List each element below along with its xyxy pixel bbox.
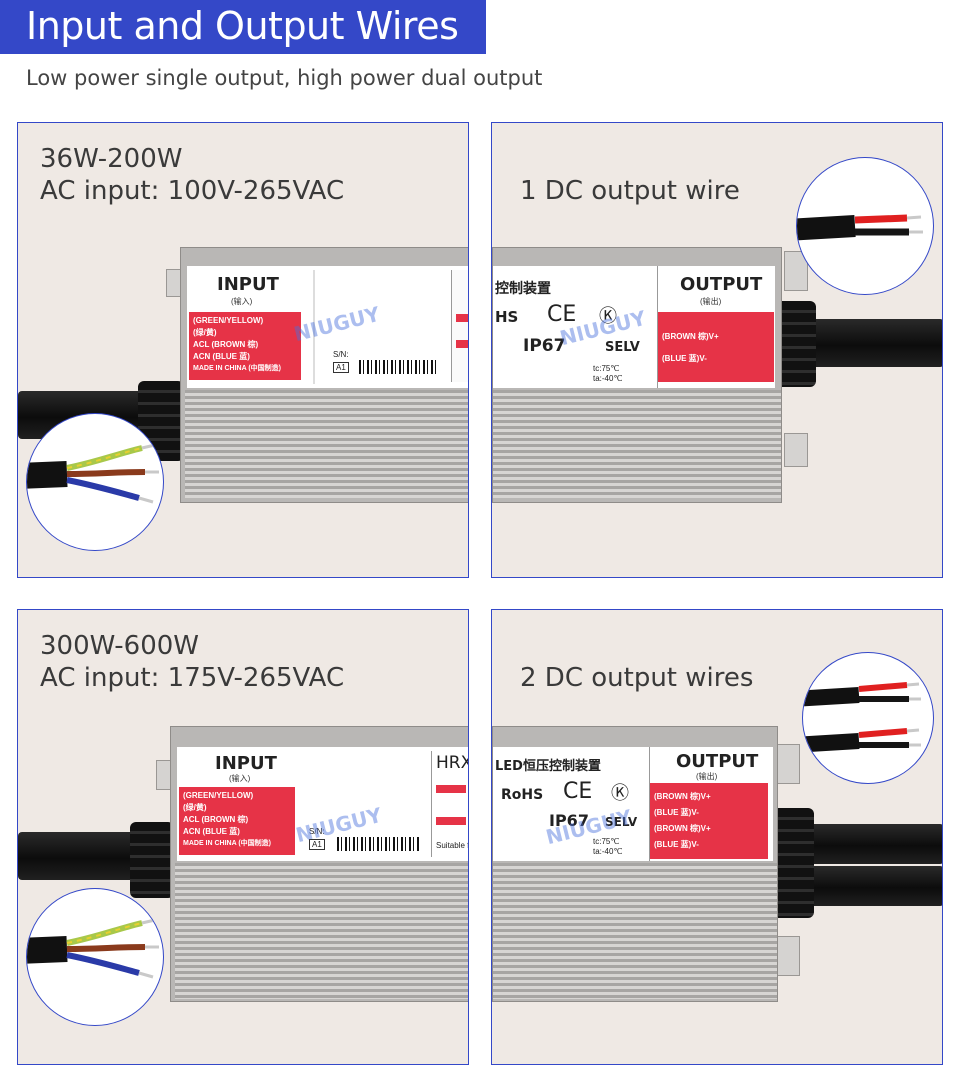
tc-temp: tc:75℃: [593, 364, 620, 373]
wire-live-label: ACL (BROWN 棕): [193, 340, 259, 349]
output-minus-label: (BLUE 蓝)V-: [662, 354, 707, 363]
serial-label: S/N:: [309, 827, 325, 836]
output-cable: [792, 319, 942, 367]
selv-mark: SELV: [605, 815, 638, 829]
input-wires-zoom: [26, 888, 164, 1026]
output-wire-zoom: [796, 157, 934, 295]
ac-input-text: AC input: 100V-265VAC: [40, 176, 345, 206]
label-divider: [313, 270, 315, 384]
output-wire-legend: (BROWN 棕)V+ (BLUE 蓝)V-: [658, 312, 774, 382]
input-title: INPUT: [217, 274, 279, 295]
output-text: 1 DC output wire: [520, 176, 740, 206]
output-title-cn: (输出): [700, 297, 722, 306]
made-in-text: MADE IN CHINA (中国制造): [183, 840, 272, 847]
spec-table: [451, 270, 468, 382]
input-wires-zoom: [26, 413, 164, 551]
output-wire-illustration: [797, 214, 923, 241]
selv-mark: SELV: [605, 340, 640, 355]
output-wires-zoom: [802, 652, 934, 784]
wire-neutral-label: ACN (BLUE 蓝): [193, 352, 250, 361]
heat-sink-fins: [493, 863, 777, 999]
input-wire-legend: (GREEN/YELLOW) (绿/黄) ACL (BROWN 棕) ACN (…: [179, 787, 295, 855]
heat-sink-fins: [185, 390, 468, 498]
product-label: INPUT (输入) (GREEN/YELLOW) (绿/黄) ACL (BRO…: [187, 266, 468, 388]
input-title-cn: (输入): [229, 774, 251, 783]
output-section: OUTPUT (输出) (BROWN 棕)V+ (BLUE 蓝)V- (BROW…: [649, 747, 774, 861]
panel-dual-output: 2 DC output wires LED恒压控制装置 RoHS CE Ⓚ IP…: [491, 609, 943, 1065]
suitable-text: Suitable fo: [436, 841, 468, 850]
wire-ground-label: (GREEN/YELLOW): [183, 791, 254, 800]
code-box: A1: [333, 362, 349, 373]
input-wire-legend: (GREEN/YELLOW) (绿/黄) ACL (BROWN 棕) ACN (…: [189, 312, 301, 380]
spec-red-bar-2: [456, 340, 468, 348]
heat-sink-fins: [493, 390, 781, 498]
spec-red-bar-2: [436, 817, 466, 825]
product-label: 控制装置 HS CE Ⓚ IP67 SELV tc:75℃ ta:-40℃ OU…: [493, 266, 775, 388]
ta-temp: ta:-40℃: [593, 374, 623, 383]
model-text: HRX: [436, 753, 469, 773]
output-text: 2 DC output wires: [520, 663, 754, 693]
serial-label: S/N:: [333, 350, 349, 359]
output-plus-label: (BROWN 棕)V+: [662, 332, 719, 341]
output-title: OUTPUT: [676, 751, 759, 772]
ip-rating: IP67: [523, 336, 566, 356]
spec-red-bar: [436, 785, 466, 793]
ta-temp: ta:-40℃: [593, 847, 623, 856]
input-title-cn: (输入): [231, 297, 253, 306]
ip-rating: IP67: [549, 811, 589, 830]
output-wire-legend: (BROWN 棕)V+ (BLUE 蓝)V- (BROWN 棕)V+ (BLUE…: [650, 783, 768, 859]
output-section: OUTPUT (输出) (BROWN 棕)V+ (BLUE 蓝)V-: [657, 266, 776, 388]
barcode: [337, 837, 421, 851]
ac-input-text: AC input: 175V-265VAC: [40, 663, 345, 693]
control-gear-text: LED恒压控制装置: [495, 759, 601, 774]
product-label: INPUT (输入) (GREEN/YELLOW) (绿/黄) ACL (BRO…: [177, 747, 469, 861]
ce-mark-icon: CE: [547, 302, 577, 327]
product-label: LED恒压控制装置 RoHS CE Ⓚ IP67 SELV tc:75℃ ta:…: [493, 747, 773, 861]
output-wires-illustration: [803, 682, 921, 753]
rohs-mark: HS: [495, 308, 519, 326]
driver-housing: LED恒压控制装置 RoHS CE Ⓚ IP67 SELV tc:75℃ ta:…: [492, 726, 778, 1002]
output-plus-label-1: (BROWN 棕)V+: [654, 792, 711, 801]
heat-sink-fins: [175, 863, 468, 999]
made-in-text: MADE IN CHINA (中国制造): [193, 365, 282, 372]
code-box: A1: [309, 839, 325, 850]
title-banner: Input and Output Wires: [0, 0, 486, 54]
control-gear-text: 控制装置: [495, 281, 551, 297]
tc-temp: tc:75℃: [593, 837, 620, 846]
power-range-text: 36W-200W: [40, 144, 183, 174]
input-wires-illustration: [27, 443, 159, 504]
ce-mark-icon: CE: [563, 779, 593, 804]
driver-housing: INPUT (输入) (GREEN/YELLOW) (绿/黄) ACL (BRO…: [170, 726, 469, 1002]
page-title: Input and Output Wires: [26, 4, 459, 48]
cable-grommet: [776, 301, 816, 387]
kc-mark-icon: Ⓚ: [611, 783, 629, 804]
wire-neutral-label: ACN (BLUE 蓝): [183, 827, 240, 836]
cable-grommet: [130, 822, 174, 898]
wire-ground-cn: (绿/黄): [193, 328, 217, 337]
driver-housing: INPUT (输入) (GREEN/YELLOW) (绿/黄) ACL (BRO…: [180, 247, 468, 503]
rohs-mark: RoHS: [501, 787, 544, 803]
spec-table: HRX Suitable fo: [431, 751, 469, 857]
driver-housing: 控制装置 HS CE Ⓚ IP67 SELV tc:75℃ ta:-40℃ OU…: [492, 247, 782, 503]
output-title: OUTPUT: [680, 274, 763, 295]
wire-live-label: ACL (BROWN 棕): [183, 815, 249, 824]
page-subtitle: Low power single output, high power dual…: [26, 66, 543, 90]
panel-high-power-input: 300W-600W AC input: 175V-265VAC INPUT (输…: [17, 609, 469, 1065]
power-range-text: 300W-600W: [40, 631, 199, 661]
output-plus-label-2: (BROWN 棕)V+: [654, 824, 711, 833]
mounting-tab-2: [784, 433, 808, 467]
output-title-cn: (输出): [696, 772, 718, 781]
wire-ground-label: (GREEN/YELLOW): [193, 316, 264, 325]
output-minus-label-1: (BLUE 蓝)V-: [654, 808, 699, 817]
kc-mark-icon: Ⓚ: [599, 306, 617, 327]
output-minus-label-2: (BLUE 蓝)V-: [654, 840, 699, 849]
input-wires-illustration: [27, 918, 159, 979]
panel-single-output: 1 DC output wire 控制装置 HS CE Ⓚ IP67 SELV …: [491, 122, 943, 578]
input-title: INPUT: [215, 753, 277, 774]
wire-ground-cn: (绿/黄): [183, 803, 207, 812]
spec-red-bar: [456, 314, 468, 322]
panel-low-power-input: 36W-200W AC input: 100V-265VAC INPUT (输入…: [17, 122, 469, 578]
barcode: [359, 360, 437, 374]
